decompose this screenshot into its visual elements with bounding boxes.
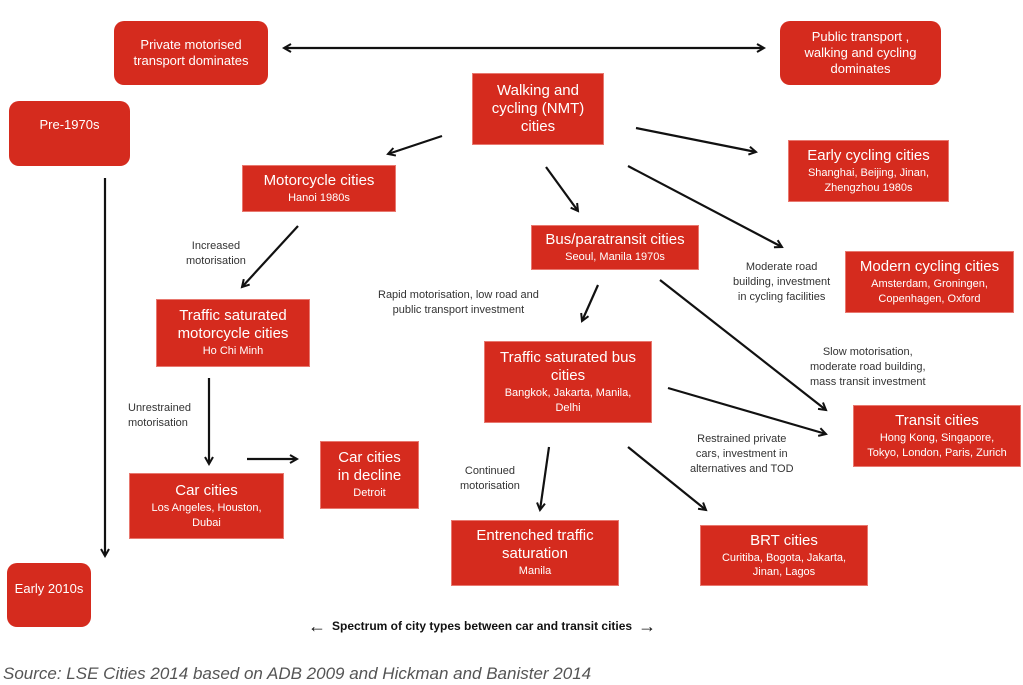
edge-label-continued: Continued motorisation [460,465,520,492]
arrow-nmt-to-modern-cycling [627,165,782,247]
node-traffic-moto-sub: Ho Chi Minh [202,345,264,358]
node-traffic-bus-title: Traffic saturated bus cities [500,349,636,385]
timeline-end-text: Early 2010s [14,581,84,596]
spectrum-caption: ← Spectrum of city types between car and… [308,616,657,636]
edge-label-slow-motorisation: Slow motorisation, moderate road buildin… [810,346,926,388]
node-car-cities: Car cities Los Angeles, Houston, Dubai [129,473,284,539]
node-modern-cycling-cities: Modern cycling cities Amsterdam, Groning… [845,251,1014,313]
edge-label-increased-motorisation: Increased motorisation [186,240,246,267]
arrow-motorcycle-to-traffic-moto [242,225,299,287]
node-bus-paratransit-cities: Bus/paratransit cities Seoul, Manila 197… [531,225,699,270]
right-arrow-icon: → [638,616,657,636]
pole-private-motorised: Private motorised transport dominates [114,21,268,85]
arrow-bus-to-transit [659,279,826,410]
pole-public-transport-text: Public transport , walking and cycling d… [804,28,917,77]
arrow-traffic-bus-to-transit [667,386,826,434]
node-nmt-title: Walking and cycling (NMT) cities [491,82,585,135]
node-car-decline-title: Car cities in decline [337,449,402,485]
timeline-start: Pre-1970s [9,101,130,166]
timeline-end: Early 2010s [7,563,91,627]
node-car-decline-sub: Detroit [353,487,386,500]
node-bus-sub: Seoul, Manila 1970s [565,250,665,263]
node-modern-cycling-sub: Amsterdam, Groningen, Copenhagen, Oxford [871,278,988,305]
pole-private-motorised-text: Private motorised transport dominates [133,36,249,68]
node-car-cities-in-decline: Car cities in decline Detroit [320,441,419,509]
arrow-traffic-bus-to-brt [627,446,706,510]
node-traffic-saturated-bus: Traffic saturated bus cities Bangkok, Ja… [484,341,652,423]
node-transit-cities: Transit cities Hong Kong, Singapore, Tok… [853,405,1021,467]
edge-label-rapid-motorisation: Rapid motorisation, low road and public … [378,289,539,316]
node-traffic-saturated-motorcycle: Traffic saturated motorcycle cities Ho C… [156,299,310,367]
node-motorcycle-sub: Hanoi 1980s [288,191,350,204]
pole-public-transport: Public transport , walking and cycling d… [780,21,941,85]
node-early-cycling-title: Early cycling cities [807,147,930,165]
timeline-start-text: Pre-1970s [39,117,100,132]
node-early-cycling-cities: Early cycling cities Shanghai, Beijing, … [788,140,949,202]
arrow-nmt-to-bus [545,166,578,211]
left-arrow-icon: ← [308,616,326,636]
source-caption: Source: LSE Cities 2014 based on ADB 200… [3,664,592,683]
node-motorcycle-title: Motorcycle cities [263,171,375,189]
node-early-cycling-sub: Shanghai, Beijing, Jinan, Zhengzhou 1980… [807,167,930,194]
node-brt-title: BRT cities [750,531,818,549]
node-transit-sub: Hong Kong, Singapore, Tokyo, London, Par… [867,432,1007,459]
node-brt-cities: BRT cities Curitiba, Bogota, Jakarta, Ji… [700,525,868,586]
node-traffic-bus-sub: Bangkok, Jakarta, Manila, Delhi [504,387,632,414]
arrow-traffic-bus-to-entrenched [540,446,551,510]
node-car-sub: Los Angeles, Houston, Dubai [151,502,262,529]
arrow-bus-to-traffic-bus [582,284,600,321]
node-bus-title: Bus/paratransit cities [545,230,685,248]
node-entrenched-traffic-saturation: Entrenched traffic saturation Manila [451,520,619,586]
node-modern-cycling-title: Modern cycling cities [859,258,1000,276]
node-traffic-moto-title: Traffic saturated motorcycle cities [177,307,289,343]
node-motorcycle-cities: Motorcycle cities Hanoi 1980s [242,165,396,212]
spectrum-text: Spectrum of city types between car and t… [332,619,633,633]
edge-label-restrained: Restrained private cars, investment in a… [690,433,794,475]
node-entrenched-title: Entrenched traffic saturation [476,527,594,563]
node-nmt-cities: Walking and cycling (NMT) cities [472,73,604,145]
edge-label-unrestrained: Unrestrained motorisation [128,402,191,429]
node-transit-title: Transit cities [895,412,979,430]
node-entrenched-sub: Manila [518,565,552,578]
arrow-nmt-to-early-cycling [635,126,756,152]
node-brt-sub: Curitiba, Bogota, Jakarta, Jinan, Lagos [721,551,847,578]
edge-label-moderate-road: Moderate road building, investment in cy… [733,261,831,303]
arrow-nmt-to-motorcycle [388,134,443,154]
node-car-title: Car cities [175,482,238,500]
